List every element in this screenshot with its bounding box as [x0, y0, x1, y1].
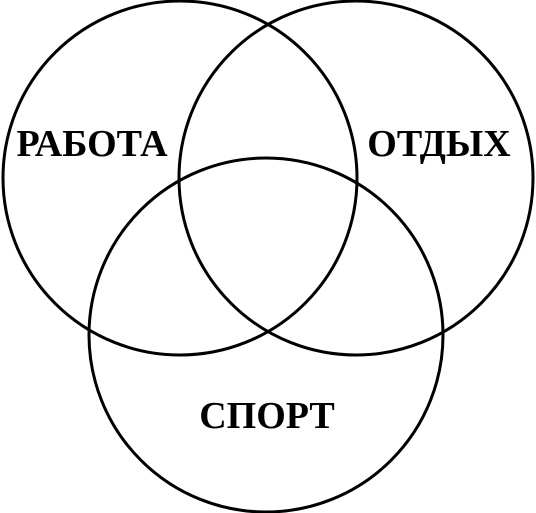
label-sport: СПОРТ — [199, 395, 335, 437]
label-rest: ОТДЫХ — [367, 123, 510, 165]
circle-work — [1, 0, 359, 357]
circle-sport — [87, 156, 445, 513]
label-work: РАБОТА — [16, 123, 168, 165]
circle-rest — [177, 0, 535, 357]
